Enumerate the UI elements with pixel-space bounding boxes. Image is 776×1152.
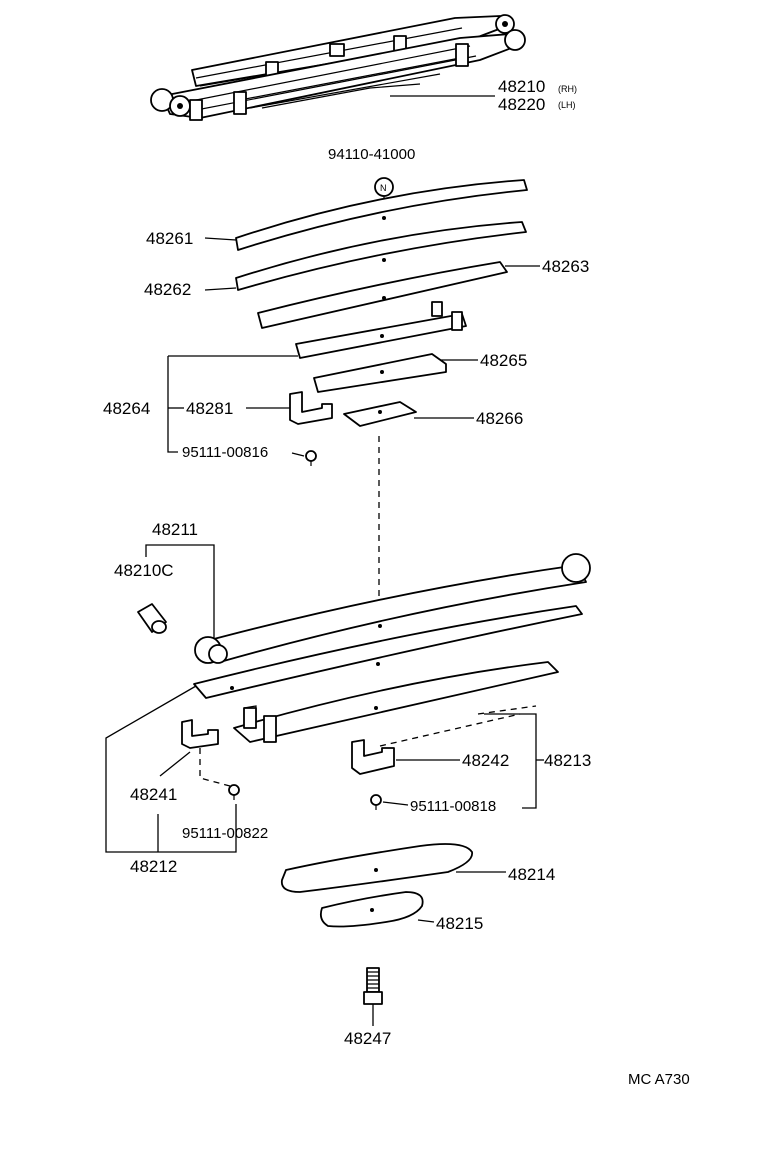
bolt-95111-00816 <box>305 450 317 466</box>
label-48263: 48263 <box>542 257 589 276</box>
label-95111-00818: 95111-00818 <box>410 798 496 815</box>
bolt-48247 <box>363 967 383 1026</box>
label-95111-00816: 95111-00816 <box>182 444 268 461</box>
label-48212: 48212 <box>130 857 177 876</box>
label-48281: 48281 <box>186 399 233 418</box>
leaf-48263 <box>257 261 508 329</box>
clip-48242 <box>351 739 395 775</box>
leaf-48211 <box>194 553 591 664</box>
leader-48212 <box>105 685 237 853</box>
label-48213: 48213 <box>544 751 591 770</box>
leaf-48262 <box>235 221 527 291</box>
plate-48214 <box>280 843 473 893</box>
label-48210-side: (RH) <box>558 84 577 94</box>
label-48265: 48265 <box>480 351 527 370</box>
leader-48213 <box>484 713 544 809</box>
label-48261: 48261 <box>146 229 193 248</box>
label-48220: 48220 <box>498 95 545 114</box>
label-48215: 48215 <box>436 914 483 933</box>
bushing-48210C <box>137 603 167 634</box>
leaf-spring-assembly-illustration <box>150 14 526 121</box>
label-94110-41000: 94110-41000 <box>328 146 415 163</box>
leaf-48264 <box>295 301 467 359</box>
label-48210: 48210 <box>498 77 545 96</box>
label-48242: 48242 <box>462 751 509 770</box>
leaf-48261 <box>235 179 528 251</box>
clip-48241 <box>181 719 219 749</box>
bolt-95111-00818 <box>370 794 382 810</box>
label-48214: 48214 <box>508 865 555 884</box>
label-48241: 48241 <box>130 785 177 804</box>
diagram-code: MC A730 <box>628 1071 690 1088</box>
label-48264: 48264 <box>103 399 150 418</box>
leaf-48212 <box>193 605 583 699</box>
pad-48266 <box>343 401 417 427</box>
leader-48264 <box>167 355 298 453</box>
bolt-95111-00822 <box>228 784 240 800</box>
clip-48281 <box>289 391 333 425</box>
leaf-48265 <box>313 353 447 393</box>
nut-mark: N <box>380 183 387 193</box>
label-48220-side: (LH) <box>558 100 576 110</box>
label-48247: 48247 <box>344 1029 391 1048</box>
label-48211: 48211 <box>152 520 198 539</box>
label-48266: 48266 <box>476 409 523 428</box>
label-48262: 48262 <box>144 280 191 299</box>
leaf-48213 <box>233 661 559 743</box>
label-48210C: 48210C <box>114 561 174 580</box>
pad-48215 <box>319 891 424 928</box>
label-95111-00822: 95111-00822 <box>182 825 268 842</box>
